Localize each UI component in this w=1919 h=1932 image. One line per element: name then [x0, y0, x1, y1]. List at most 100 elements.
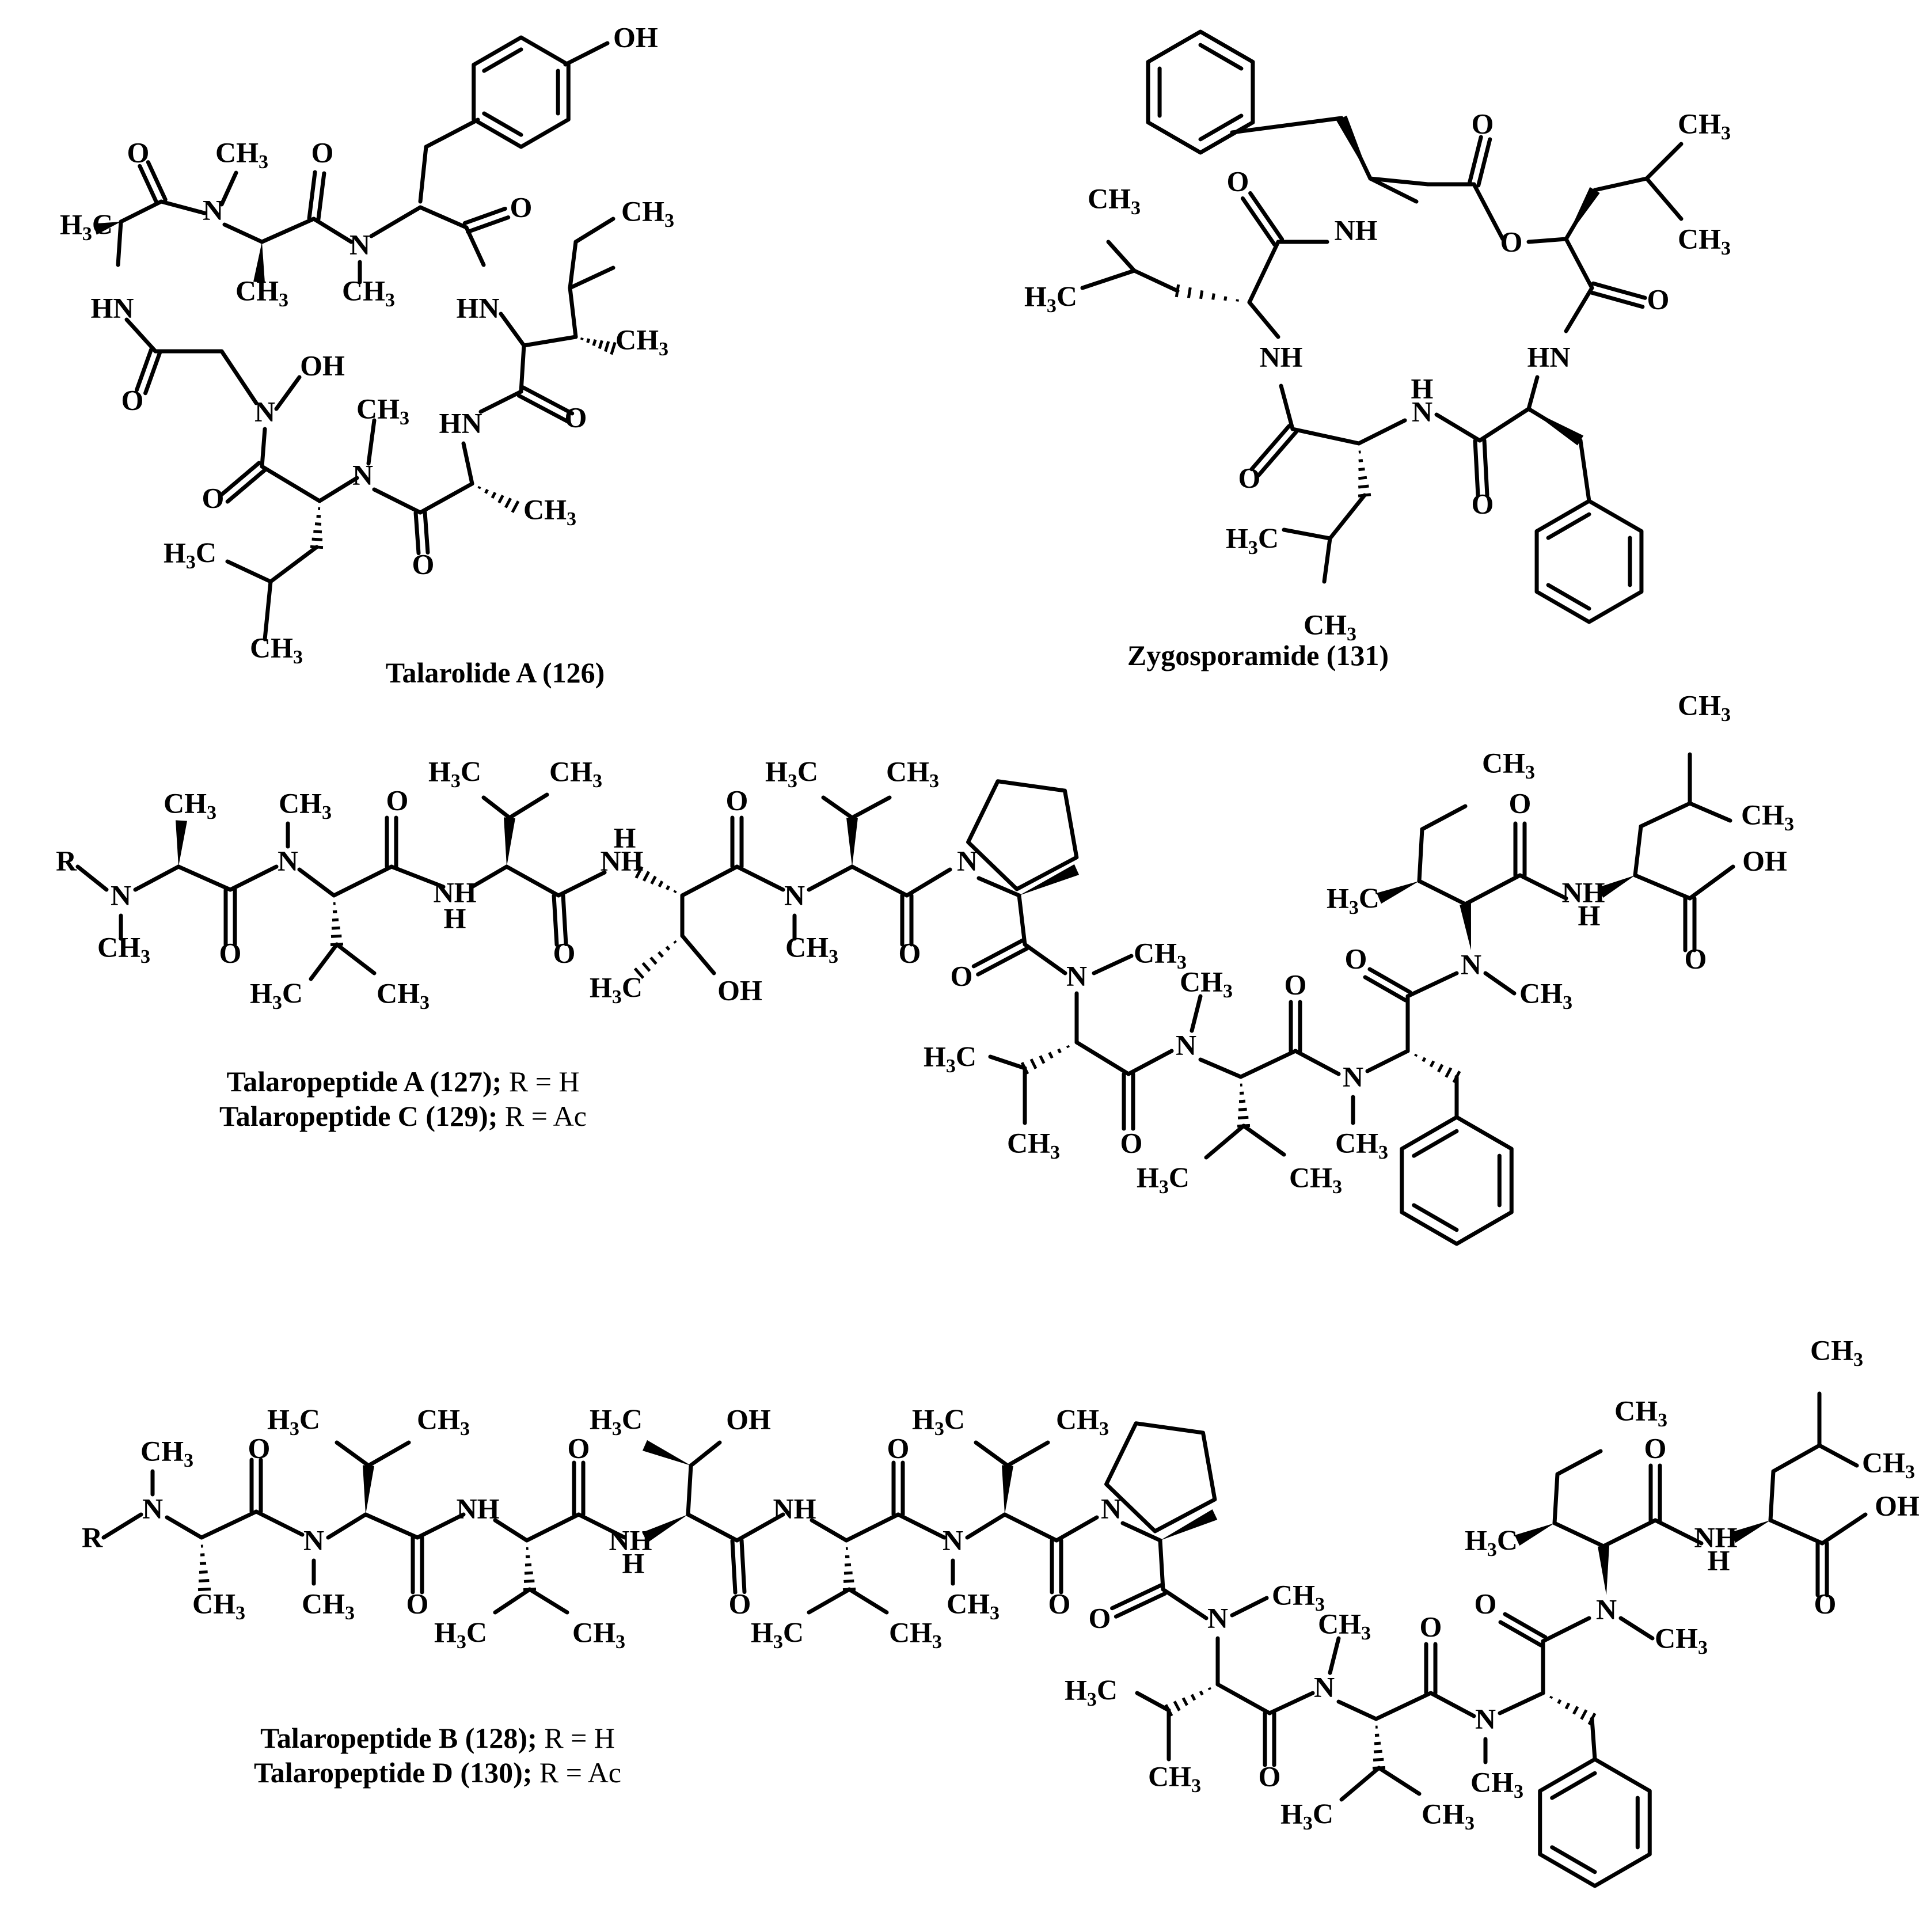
atom-label-n: N — [1207, 1601, 1228, 1634]
atom-label-h3c: H3C — [590, 1403, 643, 1439]
wedge-bond — [1336, 115, 1370, 179]
bond — [1247, 240, 1280, 305]
double-bond — [466, 215, 511, 234]
bond — [219, 170, 238, 207]
bond — [1518, 873, 1568, 901]
hashed-bond-segment — [1181, 1697, 1188, 1706]
bond — [1356, 418, 1407, 446]
bond — [1135, 1691, 1171, 1713]
hashed-bond-segment — [604, 341, 610, 352]
bond — [254, 1509, 305, 1537]
hashed-bond-segment — [199, 1570, 208, 1574]
atom-label-ch3: CH3 — [1422, 1797, 1475, 1834]
atom-label-hn: HN — [457, 291, 500, 324]
atom-label-o: O — [121, 384, 144, 416]
atom-label-oh: OH — [726, 1403, 771, 1435]
atom-label-nh: NH — [609, 1524, 652, 1556]
wedge-bond — [1598, 1546, 1609, 1595]
caption-zygosporamide: Zygosporamide (131) — [1127, 639, 1389, 671]
atom-label-o: O — [899, 936, 921, 969]
atom-label-o: O — [510, 191, 533, 223]
pyrrolidine-ring — [1104, 1421, 1217, 1534]
atom-label-hn: HN — [439, 407, 482, 439]
bond — [366, 418, 377, 466]
hashed-bond-segment — [1048, 1052, 1054, 1059]
caption-talarolide-a: Talarolide A (126) — [386, 656, 605, 689]
bond — [1564, 286, 1594, 333]
bond — [1552, 1472, 1560, 1525]
hashed-bond-segment — [1211, 293, 1215, 300]
atom-label-h: H — [1578, 899, 1601, 931]
hashed-bond-segment — [504, 498, 512, 508]
bond — [976, 876, 1021, 898]
hashed-bond-segment — [314, 522, 322, 526]
bond — [274, 375, 302, 411]
atom-label-r: R — [56, 844, 77, 876]
bond — [1688, 801, 1732, 823]
atom-label-ch3: CH3 — [621, 195, 674, 231]
bond — [1578, 438, 1591, 503]
atom-label-ch3: CH3 — [1470, 1766, 1523, 1802]
bond — [199, 1509, 259, 1540]
double-bond — [1498, 1620, 1543, 1648]
bond — [326, 1512, 368, 1540]
hashed-bond-segment — [1199, 1690, 1204, 1696]
bond — [1417, 827, 1424, 883]
atom-label-o: O — [1685, 942, 1707, 974]
double-bond — [1589, 290, 1645, 309]
bond — [850, 864, 909, 898]
bond — [176, 864, 233, 892]
double-bond — [307, 170, 317, 221]
bond — [1368, 176, 1419, 204]
double-bond — [1591, 281, 1647, 300]
bond — [1002, 1512, 1059, 1543]
atom-label-ch3: CH3 — [342, 274, 395, 310]
atom-label-ch3: CH3 — [377, 977, 430, 1013]
phenylalanine-ring-128 — [1538, 1757, 1652, 1888]
bond — [493, 1587, 532, 1615]
atom-label-ch3: CH3 — [523, 493, 576, 529]
atom-label-h3c: H3C — [924, 1040, 976, 1076]
tyrosine-ring — [472, 35, 571, 149]
atom-label-n: N — [1176, 1028, 1196, 1061]
atom-label-o: O — [1420, 1610, 1442, 1642]
bond — [1106, 240, 1137, 273]
aromatic-inner-bond — [482, 111, 523, 137]
bond — [850, 795, 892, 820]
hashed-bond-segment — [1223, 296, 1228, 301]
bond — [464, 225, 486, 267]
hashed-bond-segment — [511, 500, 520, 513]
hashed-bond-segment — [586, 338, 591, 343]
bond — [965, 1512, 1007, 1540]
wedge-bond — [363, 1465, 374, 1515]
atom-label-ch3: CH3 — [549, 755, 602, 791]
aromatic-inner-bond — [1546, 512, 1591, 540]
double-bond — [134, 347, 153, 392]
atom-label-ch3: CH3 — [1180, 965, 1233, 1001]
atom-label-o: O — [568, 1432, 590, 1464]
bond — [219, 349, 259, 405]
atom-label-ch3: CH3 — [1519, 977, 1572, 1013]
bond — [896, 1512, 947, 1540]
bond — [504, 864, 561, 898]
double-bond — [561, 893, 568, 947]
bond — [1526, 375, 1540, 411]
hashed-bond-segment — [666, 885, 670, 891]
bond — [576, 1512, 627, 1540]
hashed-bond-segment — [1445, 1067, 1453, 1078]
bond — [844, 1512, 900, 1543]
double-bond — [1363, 975, 1408, 1003]
atom-label-h3c: H3C — [590, 971, 643, 1007]
bond — [1405, 971, 1459, 999]
caption-talaropeptide-a: Talaropeptide A (127); R = H — [227, 1065, 580, 1098]
pyrrolidine-ring — [966, 779, 1079, 891]
phenylalanine-ring-127 — [1400, 1115, 1514, 1246]
wedge-bond — [1019, 864, 1080, 895]
bond — [1644, 142, 1684, 181]
bond — [1417, 879, 1468, 906]
bond — [116, 219, 123, 267]
atom-label-h3c: H3C — [1226, 522, 1279, 558]
bond — [1552, 1521, 1606, 1548]
hashed-bond-segment — [1057, 1048, 1062, 1054]
atom-label-n: N — [957, 844, 978, 876]
